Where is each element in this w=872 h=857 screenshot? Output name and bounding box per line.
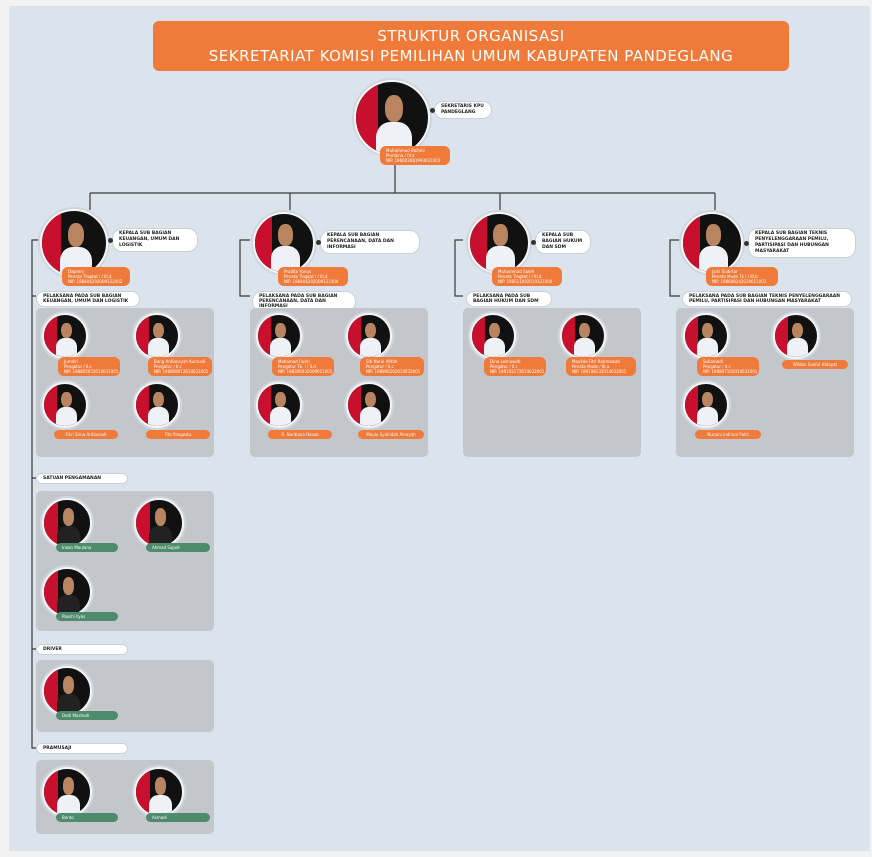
- staff-name-tag: Jumdiri Pengatur / II.c NIP. 19880505201…: [58, 357, 120, 376]
- pelaksana-label: PELAKSANA PADA SUB BAGIAN KEUANGAN, UMUM…: [36, 291, 140, 307]
- staff-name-tag: Sukarnadi Pengatur / II.c NIP. 198807102…: [697, 357, 759, 376]
- staff-name-tag: Fito Pangestu: [146, 430, 210, 439]
- staff-name: Dina Lesnawati: [490, 359, 521, 364]
- staff-rank: Pengatur / II.c: [490, 364, 518, 369]
- kasubag-nip: NIP. 198404292009122002: [68, 279, 123, 284]
- kasubag-role: KEPALA SUB BAGIAN PERENCANAAN, DATA DAN …: [316, 230, 420, 254]
- staff-photo: [683, 382, 729, 428]
- kasubag-rank: Penata Tingkat I / III.d: [284, 274, 328, 279]
- title-line-2: SEKRETARIAT KOMISI PEMILIHAN UMUM KABUPA…: [208, 47, 734, 65]
- staff-name: Siti Nurul Afifah: [366, 359, 398, 364]
- staff-nip: NIP. 199108132014032001: [572, 369, 627, 374]
- staff-photo: [773, 313, 819, 359]
- staff-name-tag: Fikri Sirna Ardiansah: [54, 430, 118, 439]
- pramusaji-photo: [42, 767, 92, 817]
- security-name-tag: Irwan Maulana: [56, 543, 118, 552]
- pelaksana-label: PELAKSANA PADA SUB BAGIAN PERENCANAAN, D…: [252, 291, 356, 312]
- staff-nip: NIP. 198807102014031001: [703, 369, 758, 374]
- staff-rank: Penata Muda / III.a: [572, 364, 610, 369]
- security-name-tag: Ahmad Sajadi: [146, 543, 210, 552]
- kasubag-name-tag: Dapreni Penata Tingkat I / III.d NIP. 19…: [62, 267, 130, 286]
- staff-photo: [42, 313, 88, 359]
- security-photo: [134, 498, 184, 548]
- kasubag-name: Jaini Sudirtar: [712, 269, 738, 274]
- staff-photo: [683, 313, 729, 359]
- staff-name-tag: Maulida Fitri Rahmawati Penata Muda / II…: [566, 357, 636, 376]
- sekretaris-name-tag: Muhammad Baihini Pembina / IV.a NIP. 196…: [380, 146, 450, 165]
- staff-photo: [346, 382, 392, 428]
- kasubag-rank: Penata Tingkat I / III.d: [498, 274, 542, 279]
- kasubag-name: Dapreni: [68, 269, 84, 274]
- kasubag-rank: Penata Muda Tk I / III.b: [712, 274, 758, 279]
- driver-label: DRIVER: [36, 644, 128, 655]
- kasubag-photo: [681, 212, 743, 274]
- staff-photo: [256, 382, 302, 428]
- staff-photo: [470, 313, 516, 359]
- staff-name-tag: Wildan Saeful Hidayat: [782, 360, 848, 369]
- staff-name-tag: Mohamad Fajrin Pengatur Tk. I / II.d NIP…: [272, 357, 334, 376]
- staff-nip: NIP. 198808012014031001: [154, 369, 209, 374]
- staff-photo: [256, 313, 302, 359]
- staff-name: Mohamad Fajrin: [278, 359, 310, 364]
- staff-rank: Pengatur Tk. I / II.d: [278, 364, 316, 369]
- satuan-label: SATUAN PENGAMANAN: [36, 473, 128, 484]
- title-banner: STRUKTUR ORGANISASI SEKRETARIAT KOMISI P…: [153, 21, 789, 71]
- staff-name-tag: Bang Ardiansyah Kurniadi Pengatur / II.c…: [148, 357, 212, 376]
- driver-photo: [42, 666, 92, 716]
- kasubag-name-tag: Muhammad Saleh Penata Tingkat I / III.d …: [492, 267, 562, 286]
- driver-name-tag: Dedi Mashudi: [56, 711, 118, 720]
- kasubag-nip: NIP. 198511092010121004: [498, 279, 553, 284]
- kasubag-nip: NIP. 198608142010011003: [712, 279, 767, 284]
- staff-name-tag: Maulu Syahidah Ainayah: [358, 430, 424, 439]
- staff-nip: NIP. 198906262014032001: [366, 369, 421, 374]
- kasubag-nip: NIP. 198404292009121004: [284, 279, 339, 284]
- staff-photo: [42, 382, 88, 428]
- staff-nip: NIP. 198306032009011001: [278, 369, 333, 374]
- kasubag-role: KEPALA SUB BAGIAN HUKUM DAN SDM: [531, 230, 591, 254]
- staff-name-tag: R. Nurdiana Hasan: [268, 430, 332, 439]
- staff-rank: Pengatur / II.c: [154, 364, 182, 369]
- title-line-1: STRUKTUR ORGANISASI: [377, 27, 565, 45]
- staff-rank: Pengatur / II.c: [703, 364, 731, 369]
- security-photo: [42, 567, 92, 617]
- staff-name: Jumdiri: [64, 359, 79, 364]
- sekretaris-photo: [354, 80, 430, 156]
- pramusaji-name-tag: Bento: [56, 813, 118, 822]
- kasubag-photo: [468, 212, 530, 274]
- staff-photo: [560, 313, 606, 359]
- kasubag-role: KEPALA SUB BAGIAN KEUANGAN, UMUM DAN LOG…: [108, 228, 198, 252]
- pelaksana-label: PELAKSANA PADA SUB BAGIAN HUKUM DAN SDM: [466, 291, 552, 307]
- sekretaris-name: Muhammad Baihini: [386, 148, 425, 153]
- staff-photo: [134, 382, 180, 428]
- pramusaji-name-tag: Asmadi: [146, 813, 210, 822]
- staff-nip: NIP. 198805052014031001: [64, 369, 119, 374]
- staff-name-tag: Siti Nurul Afifah Pengatur / II.c NIP. 1…: [360, 357, 424, 376]
- kasubag-photo: [253, 212, 315, 274]
- staff-name: Sukarnadi: [703, 359, 723, 364]
- staff-nip: NIP. 199102172014032001: [490, 369, 545, 374]
- staff-rank: Pengatur / II.c: [366, 364, 394, 369]
- security-photo: [42, 498, 92, 548]
- staff-name-tag: Dina Lesnawati Pengatur / II.c NIP. 1991…: [484, 357, 546, 376]
- pelaksana-label: PELAKSANA PADA SUB BAGIAN TEKNIS PENYELE…: [682, 291, 852, 307]
- pramusaji-photo: [134, 767, 184, 817]
- staff-rank: Pengatur / II.c: [64, 364, 92, 369]
- security-name-tag: Paoshi Ilyas: [56, 612, 118, 621]
- kasubag-name: Pradita Yunus: [284, 269, 312, 274]
- sekretaris-role: SEKRETARIS KPU PANDEGLANG: [430, 101, 492, 119]
- sekretaris-nip: NIP. 196603081993031003: [386, 158, 441, 163]
- pramusaji-label: PRAMUSAJI: [36, 743, 128, 754]
- kasubag-rank: Penata Tingkat I / III.d: [68, 274, 112, 279]
- staff-photo: [134, 313, 180, 359]
- kasubag-name: Muhammad Saleh: [498, 269, 535, 274]
- staff-name: Maulida Fitri Rahmawati: [572, 359, 621, 364]
- kasubag-name-tag: Jaini Sudirtar Penata Muda Tk I / III.b …: [706, 267, 778, 286]
- kasubag-role: KEPALA SUB BAGIAN TEKNIS PENYELENGGARAAN…: [744, 228, 856, 258]
- kasubag-name-tag: Pradita Yunus Penata Tingkat I / III.d N…: [278, 267, 348, 286]
- staff-name: Bang Ardiansyah Kurniadi: [154, 359, 206, 364]
- staff-photo: [346, 313, 392, 359]
- sekretaris-rank: Pembina / IV.a: [386, 153, 415, 158]
- staff-name-tag: Nuraini Indriani Putri: [695, 430, 761, 439]
